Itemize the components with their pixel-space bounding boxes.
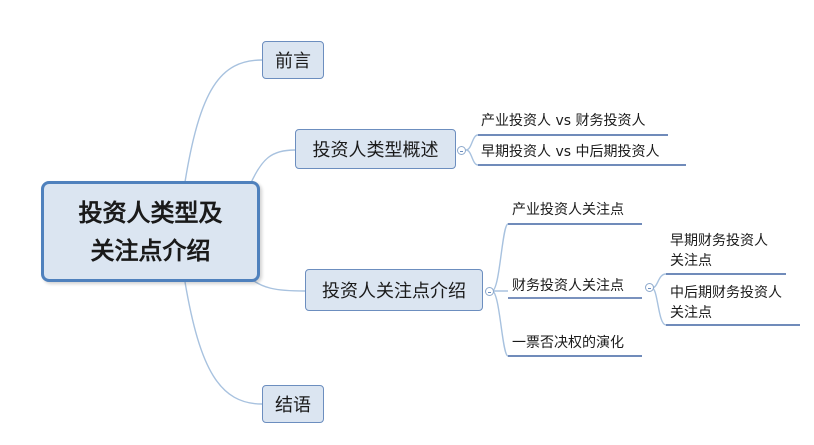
- topic-preface-label: 前言: [275, 51, 311, 72]
- root-topic[interactable]: 投资人类型及 关注点介绍: [41, 181, 260, 282]
- collapse-toggle-icon[interactable]: [645, 283, 654, 292]
- link-types-children: [465, 134, 686, 166]
- root-topic-line2: 关注点介绍: [90, 236, 211, 265]
- subtopic-late-financial-line2: 关注点: [670, 305, 712, 321]
- topic-types-label: 投资人类型概述: [312, 140, 439, 161]
- root-topic-line1: 投资人类型及: [78, 198, 223, 227]
- subtopic-late-financial-line1: 中后期财务投资人: [670, 285, 782, 301]
- subtopic-early-vs-late[interactable]: 早期投资人 vs 中后期投资人: [481, 144, 660, 160]
- subtopic-industrial-focus[interactable]: 产业投资人关注点: [512, 202, 624, 218]
- subtopic-early-financial-focus[interactable]: 早期财务投资人 关注点: [670, 231, 810, 271]
- subtopic-early-financial-line1: 早期财务投资人: [670, 233, 768, 249]
- subtopic-industrial-vs-financial[interactable]: 产业投资人 vs 财务投资人: [481, 113, 646, 129]
- collapse-toggle-icon[interactable]: [457, 146, 466, 155]
- topic-types[interactable]: 投资人类型概述: [295, 129, 456, 169]
- subtopic-veto-evolution[interactable]: 一票否决权的演化: [512, 335, 624, 351]
- topic-conclusion-label: 结语: [275, 395, 311, 416]
- link-types: [249, 149, 296, 186]
- topic-focus[interactable]: 投资人关注点介绍: [305, 269, 483, 311]
- topic-preface[interactable]: 前言: [262, 41, 324, 79]
- topic-focus-label: 投资人关注点介绍: [322, 281, 466, 302]
- link-focus-children: [491, 223, 642, 357]
- subtopic-late-financial-focus[interactable]: 中后期财务投资人 关注点: [670, 283, 810, 323]
- subtopic-early-financial-line2: 关注点: [670, 253, 712, 269]
- link-focus: [249, 277, 306, 292]
- link-conclusion: [184, 281, 263, 405]
- topic-conclusion[interactable]: 结语: [262, 385, 324, 423]
- collapse-toggle-icon[interactable]: [485, 287, 494, 296]
- subtopic-financial-focus[interactable]: 财务投资人关注点: [512, 278, 624, 294]
- link-preface: [184, 59, 263, 183]
